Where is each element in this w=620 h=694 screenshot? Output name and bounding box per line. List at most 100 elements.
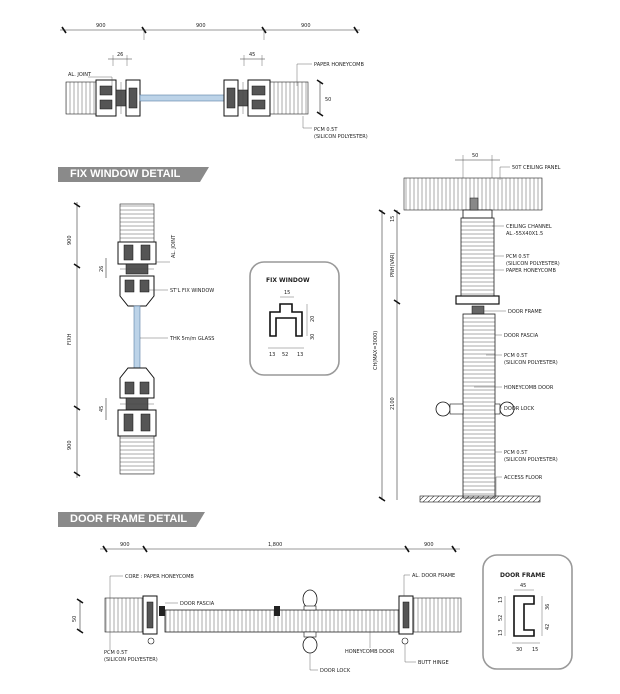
label-al-joint: AL. JOINT <box>68 72 92 78</box>
door-frame-detail-banner: DOOR FRAME DETAIL <box>58 512 205 527</box>
dim-45: 45 <box>249 52 255 58</box>
dim-label: 900 <box>96 23 106 29</box>
door-frame-profile-card: DOOR FRAME 45 13 52 13 36 42 30 15 <box>482 554 573 670</box>
partition-panel <box>460 217 495 299</box>
dim-36: 36 <box>545 604 551 610</box>
dim-45: 45 <box>520 583 526 589</box>
dim-50: 50 <box>325 97 331 103</box>
anchor-bolt <box>147 637 155 645</box>
door-knob <box>499 401 515 417</box>
left-joint-profile <box>95 79 141 117</box>
honeycomb-panel <box>119 435 155 475</box>
honeycomb-panel <box>119 203 155 243</box>
door-frame-detail-title: DOOR FRAME DETAIL <box>70 513 188 525</box>
dim-13: 13 <box>498 597 504 603</box>
dim-30: 30 <box>516 647 522 653</box>
dim-label: 900 <box>120 542 130 548</box>
label-stl-fix-window: ST'L FIX WINDOW <box>170 288 214 294</box>
label-pcm: PCM 0.5T <box>506 254 530 260</box>
door-frame-card-title: DOOR FRAME <box>500 572 545 579</box>
fix-window-profile-card: FIX WINDOW 15 20 30 13 52 13 <box>249 261 340 376</box>
label-pcm: PCM 0.5T <box>104 650 128 656</box>
left-door-frame <box>142 595 165 635</box>
ceiling-channel <box>462 209 493 219</box>
honeycomb-door-leaf <box>462 313 496 499</box>
door-frame-head <box>455 295 500 305</box>
dim-13: 13 <box>498 630 504 636</box>
door-knob <box>435 401 451 417</box>
label-access-floor: ACCESS FLOOR <box>504 475 543 481</box>
label-pcm-spec: (SILICON POLYESTER) <box>504 360 558 366</box>
dim-50: 50 <box>472 153 478 159</box>
top-plan-view: 900 900 900 26 45 <box>60 23 368 140</box>
door-plan-labels: CORE : PAPER HONEYCOMB DOOR FASCIA PCM 0… <box>104 573 455 674</box>
door-section-labels: 50T CEILING PANEL CEILING CHANNEL AL.-55… <box>474 165 561 497</box>
lower-joint-profile <box>117 367 157 437</box>
label-pcm: PCM 0.5T <box>504 450 528 456</box>
dim-15: 15 <box>284 290 290 296</box>
label-door-frame: DOOR FRAME <box>508 309 542 315</box>
frame-stop <box>159 606 165 616</box>
access-floor <box>419 495 541 503</box>
right-joint-profile <box>223 79 271 117</box>
honeycomb-panel <box>269 81 309 115</box>
dim-label: 900 <box>301 23 311 29</box>
banner-arrow <box>200 167 209 182</box>
dim-pnh: PNH(VAR) <box>390 253 396 277</box>
door-plan-view: 900 1,800 900 50 CORE : <box>72 542 462 674</box>
knob-rose <box>494 403 501 415</box>
dim-13: 13 <box>269 352 275 358</box>
dim-26: 26 <box>117 52 123 58</box>
door-lock-plan <box>302 589 318 654</box>
dim-label: 900 <box>196 23 206 29</box>
banner-arrow <box>196 512 205 527</box>
dim-ch: CH(MAX=3000) <box>373 331 379 370</box>
label-honeycomb-door: HONEYCOMB DOOR <box>504 385 554 391</box>
label-door-lock: DOOR LOCK <box>320 668 351 674</box>
label-butt-hinge: BUTT HINGE <box>418 660 449 666</box>
honeycomb-panel <box>104 597 144 633</box>
label-pcm: PCM 0.5T <box>314 127 338 133</box>
fix-window-detail-title: FIX WINDOW DETAIL <box>70 168 181 180</box>
top-plan-labels: AL. JOINT PAPER HONEYCOMB PCM 0.5T (SILI… <box>68 62 368 140</box>
honeycomb-panel <box>412 597 462 633</box>
knob-rose <box>449 403 464 415</box>
label-pcm-spec: (SILICON POLYESTER) <box>504 457 558 463</box>
label-core: CORE : PAPER HONEYCOMB <box>125 574 194 580</box>
dim-900-top: 900 <box>67 235 73 245</box>
fix-window-detail-banner: FIX WINDOW DETAIL <box>58 167 209 182</box>
dim-label: 900 <box>424 542 434 548</box>
dim-20: 20 <box>310 316 316 322</box>
dim-52: 52 <box>282 352 288 358</box>
label-door-lock: DOOR LOCK <box>504 406 535 412</box>
label-glass: THK 5m/m GLASS <box>169 336 214 342</box>
glass-pane <box>139 94 225 102</box>
right-door-frame <box>398 595 414 635</box>
label-channel-spec: AL.-55X40X1.5 <box>506 231 543 237</box>
dim-26: 26 <box>99 266 105 272</box>
sub-dimensions: 26 45 <box>108 52 265 66</box>
fix-window-profile-shape <box>269 303 303 337</box>
dim-15: 15 <box>532 647 538 653</box>
door-frame-profile-shape <box>513 595 535 637</box>
top-dimension-line: 900 900 900 <box>60 23 360 40</box>
hinge <box>274 606 280 616</box>
dim-900-bottom: 900 <box>67 440 73 450</box>
label-pcm-spec: (SILICON POLYESTER) <box>506 261 560 267</box>
label-door-fascia: DOOR FASCIA <box>180 601 215 607</box>
dim-45: 45 <box>99 406 105 412</box>
dim-50: 50 <box>72 616 78 622</box>
dim-2100: 2100 <box>390 397 396 410</box>
dim-42: 42 <box>545 624 551 630</box>
label-al-door-frame: AL. DOOR FRAME <box>412 573 455 579</box>
upper-joint-profile <box>117 241 157 307</box>
dim-fixh: FIXH <box>67 333 73 345</box>
label-honeycomb-door: HONEYCOMB DOOR <box>345 649 395 655</box>
fix-window-card-title: FIX WINDOW <box>266 277 310 284</box>
label-al-joint: AL. JOINT <box>171 234 177 258</box>
fix-window-section: 900 FIXH 900 26 45 <box>67 202 214 478</box>
dim-label: 1,800 <box>268 542 282 548</box>
frame-stop <box>471 305 485 315</box>
label-pcm-spec: (SILICON POLYESTER) <box>104 657 158 663</box>
